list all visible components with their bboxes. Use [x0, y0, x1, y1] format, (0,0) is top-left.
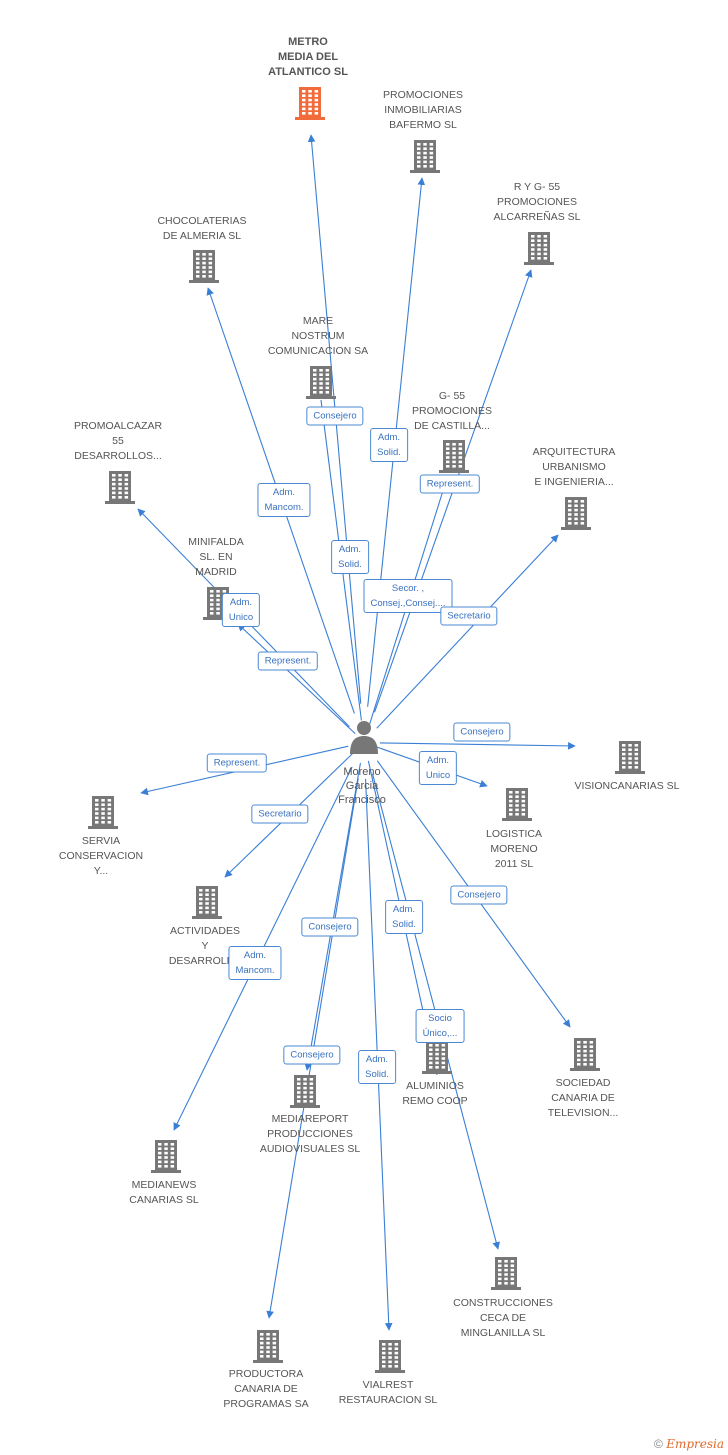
company-label-mediarep[interactable]: MEDIAREPORT PRODUCCIONES AUDIOVISUALES S… [259, 1113, 361, 1155]
company-label-productora[interactable]: PRODUCTORA CANARIA DE PROGRAMAS SA [223, 1368, 309, 1410]
building-icon-g55[interactable] [439, 440, 469, 473]
relation-label-ryg[interactable]: Represent. [419, 474, 481, 494]
building-icon-vision[interactable] [615, 741, 645, 774]
company-label-mare[interactable]: MARE NOSTRUM COMUNICACION SA [267, 315, 369, 357]
relation-label-medianews[interactable]: Adm. Mancom. [228, 946, 282, 980]
relation-label-activ[interactable]: Secretario [251, 804, 309, 824]
company-label-alum[interactable]: ALUMINIOS REMO COOP [402, 1080, 468, 1107]
person-name[interactable]: Moreno Garcia Francisco [338, 766, 386, 806]
building-icon-activ[interactable] [192, 886, 222, 919]
company-label-vision[interactable]: VISIONCANARIAS SL [574, 780, 680, 792]
relation-label-productora[interactable]: Consejero [283, 1045, 341, 1065]
relation-label-metro[interactable]: Adm. Solid. [370, 428, 408, 462]
edge-mini [237, 623, 356, 735]
relation-label-vialrest[interactable]: Adm. Solid. [358, 1050, 396, 1084]
edge-mediarep [304, 762, 362, 1071]
building-icon-alum[interactable] [422, 1041, 452, 1074]
building-icon-ryg[interactable] [524, 232, 554, 265]
company-label-activ[interactable]: ACTIVIDADES Y DESARROLL... [168, 925, 242, 967]
edge-arq [376, 534, 559, 729]
building-icon-constr[interactable] [491, 1257, 521, 1290]
relation-label-constr[interactable]: Socio Único,... [415, 1009, 465, 1043]
building-icon-arq[interactable] [561, 497, 591, 530]
relation-label-socied[interactable]: Consejero [450, 885, 508, 905]
relation-label-mare[interactable]: Consejero [306, 406, 364, 426]
company-label-arq[interactable]: ARQUITECTURA URBANISMO E INGENIERIA... [532, 446, 616, 488]
building-icon-vialrest[interactable] [375, 1340, 405, 1373]
company-label-metro[interactable]: METRO MEDIA DEL ATLANTICO SL [268, 36, 348, 78]
relation-label-servia[interactable]: Represent. [206, 753, 268, 773]
building-icon-socied[interactable] [570, 1038, 600, 1071]
company-label-socied[interactable]: SOCIEDAD CANARIA DE TELEVISION... [547, 1077, 619, 1119]
company-label-ryg[interactable]: R Y G- 55 PROMOCIONES ALCARREÑAS SL [493, 181, 581, 223]
relation-label-promo[interactable]: Represent. [257, 651, 319, 671]
building-icon-servia[interactable] [88, 796, 118, 829]
relation-label-logis[interactable]: Adm. Unico [418, 751, 458, 785]
person-icon[interactable] [350, 721, 378, 754]
relation-label-alum[interactable]: Adm. Solid. [385, 900, 423, 934]
company-label-servia[interactable]: SERVIA CONSERVACION Y... [58, 835, 144, 877]
relation-label-baferm[interactable]: Adm. Solid. [331, 540, 369, 574]
building-icon-metro[interactable] [295, 87, 325, 120]
company-label-vialrest[interactable]: VIALREST RESTAURACION SL [338, 1379, 438, 1406]
building-icon-logis[interactable] [502, 788, 532, 821]
company-label-medianews[interactable]: MEDIANEWS CANARIAS SL [129, 1179, 199, 1206]
relation-label-choco[interactable]: Adm. Mancom. [257, 483, 311, 517]
company-label-g55[interactable]: G- 55 PROMOCIONES DE CASTILLA... [412, 390, 492, 432]
edge-vision [379, 742, 576, 750]
building-icon-mare[interactable] [306, 366, 336, 399]
copyright-symbol: © [654, 1437, 663, 1451]
company-label-constr[interactable]: CONSTRUCCIONES CECA DE MINGLANILLA SL [453, 1297, 553, 1339]
relation-label-arq[interactable]: Secretario [440, 606, 498, 626]
relation-label-g55[interactable]: Secor. , Consej.,Consej.... [363, 579, 453, 613]
building-icon-productora[interactable] [253, 1330, 283, 1363]
company-label-promo[interactable]: PROMOALCAZAR 55 DESARROLLOS... [73, 420, 163, 462]
building-icon-choco[interactable] [189, 250, 219, 283]
building-icon-promo[interactable] [105, 471, 135, 504]
relation-label-mediarep[interactable]: Consejero [301, 917, 359, 937]
brand-logo: Empresia [666, 1437, 724, 1451]
building-icon-medianews[interactable] [151, 1140, 181, 1173]
relation-label-mini[interactable]: Adm. Unico [221, 593, 261, 627]
company-label-choco[interactable]: CHOCOLATERIAS DE ALMERIA SL [157, 215, 247, 242]
footer-brand: © Empresia [654, 1437, 724, 1451]
company-label-logis[interactable]: LOGISTICA MORENO 2011 SL [485, 828, 542, 870]
company-label-mini[interactable]: MINIFALDA SL. EN MADRID [188, 536, 244, 578]
building-icon-baferm[interactable] [410, 140, 440, 173]
relation-label-vision[interactable]: Consejero [453, 722, 511, 742]
building-icon-mediarep[interactable] [290, 1075, 320, 1108]
company-label-baferm[interactable]: PROMOCIONES INMOBILIARIAS BAFERMO SL [383, 89, 463, 131]
